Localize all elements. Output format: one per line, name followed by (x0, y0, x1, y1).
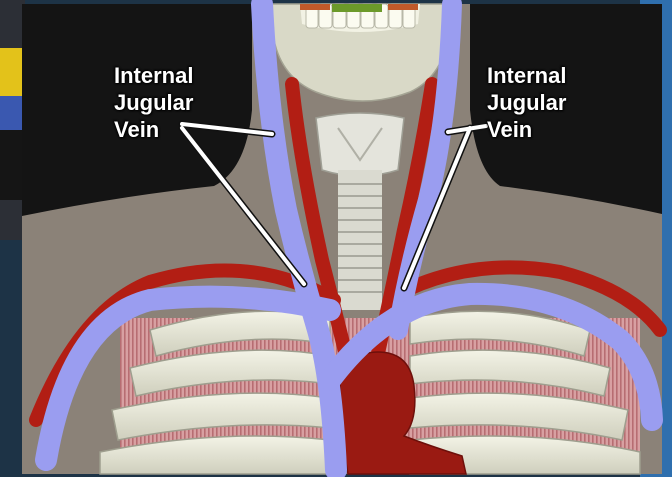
label-line: Internal (487, 62, 566, 89)
label-internal-jugular-vein-left: Internal Jugular Vein (114, 62, 193, 143)
label-internal-jugular-vein-right: Internal Jugular Vein (487, 62, 566, 143)
label-line: Vein (114, 116, 193, 143)
label-line: Jugular (487, 89, 566, 116)
label-line: Vein (487, 116, 566, 143)
label-line: Jugular (114, 89, 193, 116)
label-line: Internal (114, 62, 193, 89)
